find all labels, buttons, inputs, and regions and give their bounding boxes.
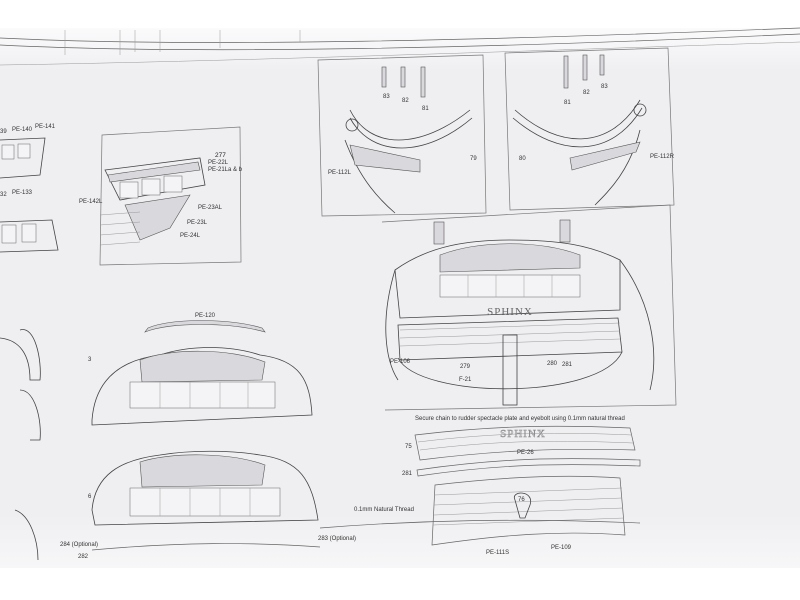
label: 83 — [383, 94, 390, 100]
stern-view: SPHINX PE-106 279 280 281 F-21 Secure ch… — [381, 204, 677, 422]
label: 282 — [78, 554, 89, 560]
label: PE-140 — [12, 127, 33, 133]
label: PE-112R — [650, 154, 675, 160]
label: F-21 — [459, 377, 472, 383]
label: PE-133 — [12, 190, 33, 196]
label: PE-23AL — [198, 205, 223, 211]
label: PE-23L — [187, 220, 208, 226]
label: 281 — [402, 471, 413, 477]
paper — [0, 28, 800, 568]
label: PE-112L — [328, 170, 352, 176]
upper-left-gallery: 39 PE-140 PE-141 32 PE-133 — [0, 124, 59, 253]
label: 81 — [564, 100, 571, 106]
bow-left-detail: 83 82 81 79 PE-112L — [317, 54, 487, 217]
top-profile-lines — [0, 27, 800, 66]
label: 32 — [0, 192, 7, 198]
label: 277 — [215, 152, 226, 159]
lantern-left — [433, 221, 445, 245]
label: 82 — [402, 98, 409, 104]
label: 6 — [88, 494, 92, 500]
label: 75 — [405, 444, 412, 450]
transom-parts: SPHINX 75 PE-26 281 76 0.1mm Natural Thr… — [319, 425, 641, 556]
label: PE-26 — [517, 450, 534, 456]
label: PE-21La & b — [208, 167, 243, 173]
label: 39 — [0, 129, 7, 135]
quarter-gallery-detail: 277 PE-22L PE-21La & b PE-142L PE-23AL P… — [79, 126, 243, 266]
label: 283 (Optional) — [318, 536, 356, 542]
label: 83 — [601, 84, 608, 90]
label: PE-141 — [35, 124, 56, 130]
chain-instruction-note: Secure chain to rudder spectacle plate a… — [415, 416, 625, 422]
label: 281 — [562, 362, 573, 368]
label: PE-22L — [208, 160, 229, 166]
label: PE-109 — [551, 545, 572, 551]
label: 80 — [519, 156, 526, 162]
stern-name-plate: SPHINX — [487, 306, 533, 318]
label: 81 — [422, 106, 429, 112]
label: 79 — [470, 156, 477, 162]
bow-right-detail: 81 82 83 80 PE-112R — [504, 47, 675, 211]
label: PE-142L — [79, 199, 103, 205]
label: 279 — [460, 364, 471, 370]
label: PE-24L — [180, 233, 201, 239]
label: PE-106 — [390, 359, 411, 365]
label: 76 — [518, 497, 525, 503]
label: 280 — [547, 361, 558, 367]
label: 284 (Optional) — [60, 542, 98, 548]
transom-name-plate: SPHINX — [500, 428, 546, 440]
label: 3 — [88, 357, 92, 363]
label: PE-111S — [486, 550, 509, 556]
label: 0.1mm Natural Thread — [354, 507, 414, 513]
stern-galleries: PE-120 3 6 284 (Optional) 283 (Optional)… — [0, 313, 356, 561]
label: 82 — [583, 90, 590, 96]
lantern-right — [559, 219, 571, 243]
label: PE-120 — [195, 313, 216, 319]
